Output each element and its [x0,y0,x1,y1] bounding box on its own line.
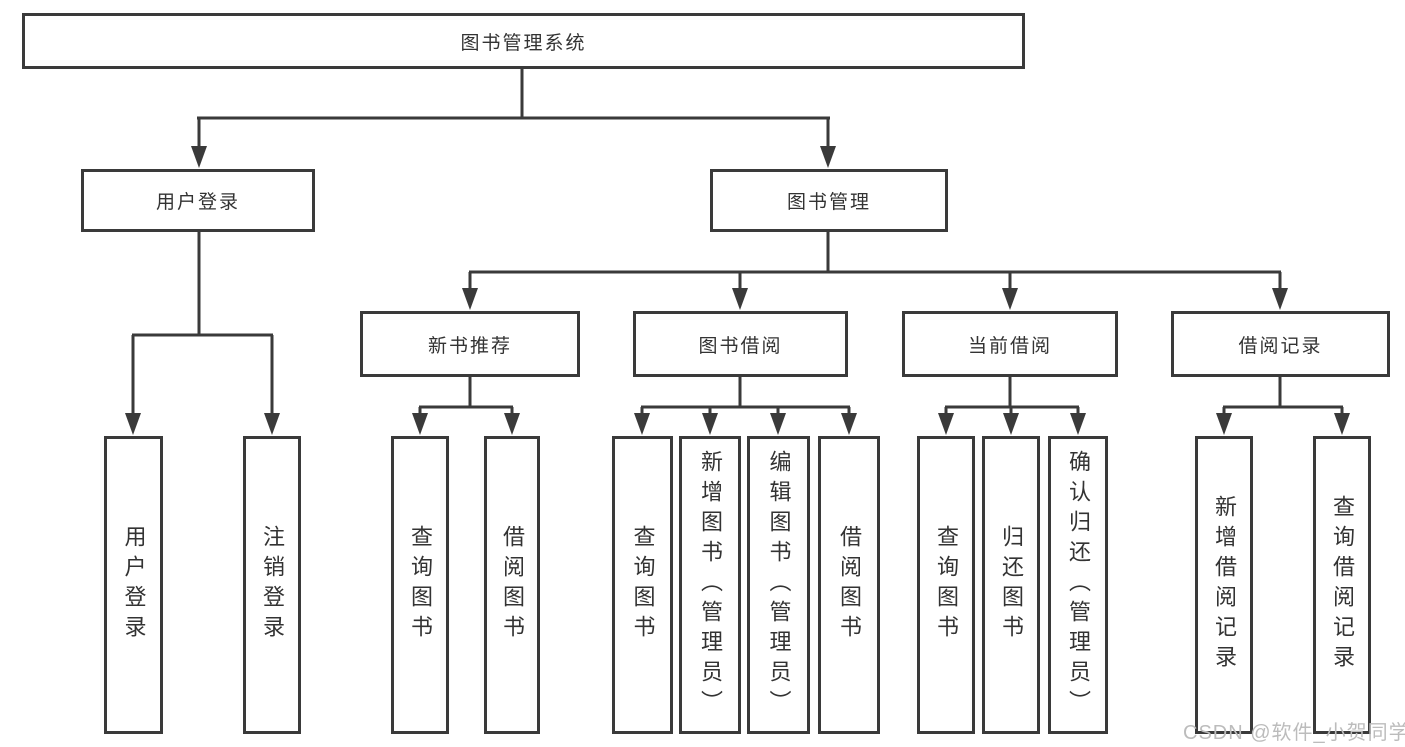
node-root-library-management-system: 图书管理系统 [22,13,1025,69]
leaf-label: 确认归还（管理员） [1066,450,1091,720]
leaf-label: 借阅图书 [837,525,862,645]
leaf-label: 查询图书 [934,525,959,645]
leaf-label: 查询图书 [408,525,433,645]
leaf-label: 查询借阅记录 [1330,495,1355,675]
leaf-label: 用户登录 [121,525,147,645]
leaf-query-books-recommend: 查询图书 [391,436,449,734]
node-new-book-recommend: 新书推荐 [360,311,580,377]
leaf-label: 编辑图书（管理员） [766,450,792,720]
node-current-borrow: 当前借阅 [902,311,1118,377]
leaf-user-login: 用户登录 [104,436,163,734]
leaf-label: 归还图书 [999,525,1024,645]
leaf-query-books-current: 查询图书 [917,436,975,734]
leaf-label: 新增借阅记录 [1212,495,1237,675]
leaf-query-books-borrow: 查询图书 [612,436,673,734]
leaf-borrow-book: 借阅图书 [818,436,880,734]
leaf-label: 注销登录 [260,525,285,645]
leaf-label: 借阅图书 [500,525,525,645]
leaf-confirm-return-admin: 确认归还（管理员） [1048,436,1108,734]
csdn-watermark: CSDN @软件_小贺同学 [1183,722,1405,744]
leaf-add-book-admin: 新增图书（管理员） [679,436,741,734]
node-user-login: 用户登录 [81,169,315,232]
leaf-borrow-books-recommend: 借阅图书 [484,436,540,734]
leaf-label: 查询图书 [630,525,656,645]
leaf-return-book: 归还图书 [982,436,1040,734]
leaf-add-borrow-record: 新增借阅记录 [1195,436,1253,734]
leaf-query-borrow-record: 查询借阅记录 [1313,436,1371,734]
leaf-label: 新增图书（管理员） [698,450,723,720]
node-book-management: 图书管理 [710,169,948,232]
node-book-borrow: 图书借阅 [633,311,848,377]
node-borrow-record: 借阅记录 [1171,311,1390,377]
leaf-edit-book-admin: 编辑图书（管理员） [747,436,810,734]
leaf-logout: 注销登录 [243,436,301,734]
